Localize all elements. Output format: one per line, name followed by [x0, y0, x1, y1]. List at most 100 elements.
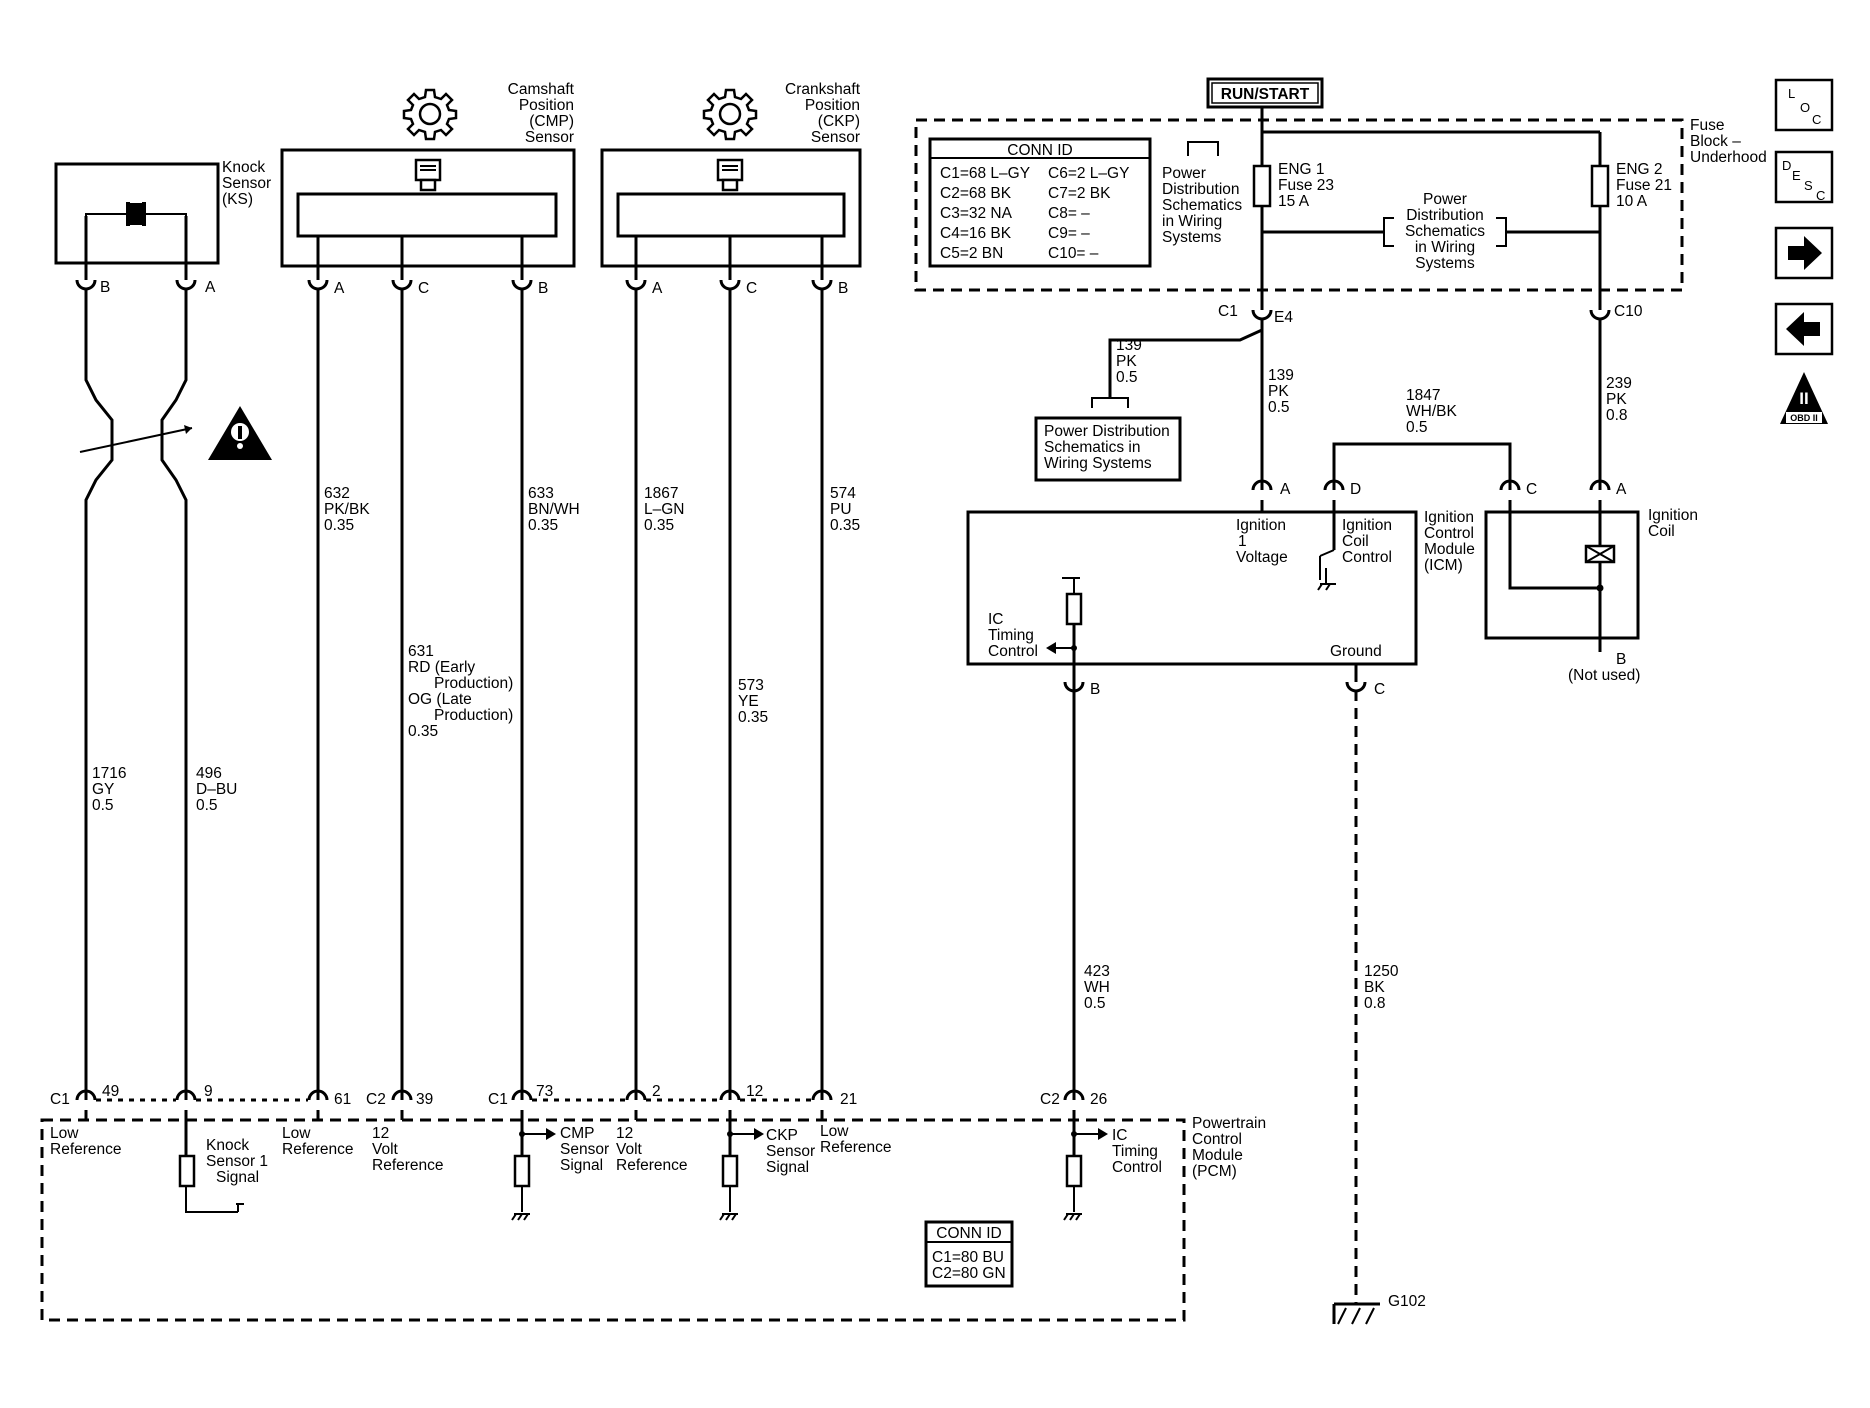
pcm-c2-a: C2 [366, 1091, 386, 1108]
cmp-pin-c: C [418, 280, 429, 297]
ckp-pin-c: C [746, 280, 757, 297]
ckp-pin-a: A [652, 280, 663, 297]
knock-pin-b: B [100, 279, 110, 296]
ckp-pin-b: B [838, 280, 848, 297]
run-start-label: RUN/START [1221, 86, 1310, 103]
pcm-pin-49: 49 [102, 1083, 119, 1100]
next-arrow-button[interactable] [1774, 226, 1834, 280]
svg-text:OBD II: OBD II [1790, 413, 1818, 423]
pcm-pin-21: 21 [840, 1091, 857, 1108]
pcm [40, 1118, 1186, 1322]
cmp-sensor-gear-icon [402, 88, 458, 141]
cmp-sensor [280, 148, 576, 280]
pcm-pin-73: 73 [536, 1083, 553, 1100]
pcm-pin-2: 2 [652, 1083, 661, 1100]
coil-pin-b: B [1616, 651, 1626, 668]
pcm-c1-b: C1 [488, 1091, 508, 1108]
svg-text:L: L [1788, 86, 1795, 101]
knock-pin-a: A [205, 279, 216, 296]
icm [966, 510, 1418, 666]
svg-text:C: C [1812, 112, 1821, 127]
pcm-pin-39: 39 [416, 1091, 433, 1108]
svg-text:C: C [1816, 188, 1825, 203]
pcm-pin-26: 26 [1090, 1091, 1107, 1108]
sensor-connector-pins [75, 279, 833, 291]
warning-icon [208, 406, 272, 460]
ground-g102-label: G102 [1388, 1293, 1426, 1310]
pcm-pin-12: 12 [746, 1083, 763, 1100]
fuse-block-conn-id [928, 137, 1152, 268]
icm-pin-b: B [1090, 681, 1100, 698]
fuse-block-underhood [914, 118, 1684, 292]
pcm-ground-ticks [511, 1213, 1082, 1221]
icm-pin-a: A [1280, 481, 1291, 498]
obd-ii-button[interactable]: II OBD II [1780, 372, 1828, 424]
pcm-pin-61: 61 [334, 1091, 351, 1108]
coil-pin-c: C [1526, 481, 1537, 498]
pcm-c2-b: C2 [1040, 1091, 1060, 1108]
icm-pin-c: C [1374, 681, 1385, 698]
prev-arrow-button[interactable] [1774, 302, 1834, 356]
pcm-conn-id-title: CONN ID [936, 1225, 1001, 1242]
svg-text:II: II [1799, 389, 1808, 408]
svg-text:D: D [1782, 158, 1791, 173]
cmp-pin-a: A [334, 280, 345, 297]
coil-pin-a: A [1616, 481, 1627, 498]
run-start-box [1206, 77, 1324, 109]
knock-sensor [54, 162, 220, 280]
pds-box [1034, 416, 1182, 482]
ground-g102-icon [1332, 1302, 1380, 1325]
conn-c1: C1 [1218, 303, 1238, 320]
desc-button[interactable]: D E S C [1774, 150, 1834, 204]
fuse-eng2 [1590, 164, 1610, 208]
pcm-pin-9: 9 [204, 1083, 213, 1100]
svg-text:S: S [1804, 178, 1813, 193]
loc-button[interactable]: L O C [1774, 78, 1834, 132]
knock-wire-gy [84, 290, 114, 1100]
coil-not-used: (Not used) [1568, 667, 1640, 684]
arrow-left-icon [1786, 312, 1820, 346]
conn-c10: C10 [1614, 303, 1643, 320]
arrow-right-icon [1788, 236, 1822, 270]
icm-ground: Ground [1330, 643, 1382, 660]
ckp-sensor-gear-icon [702, 88, 758, 141]
cmp-pin-b: B [538, 280, 548, 297]
